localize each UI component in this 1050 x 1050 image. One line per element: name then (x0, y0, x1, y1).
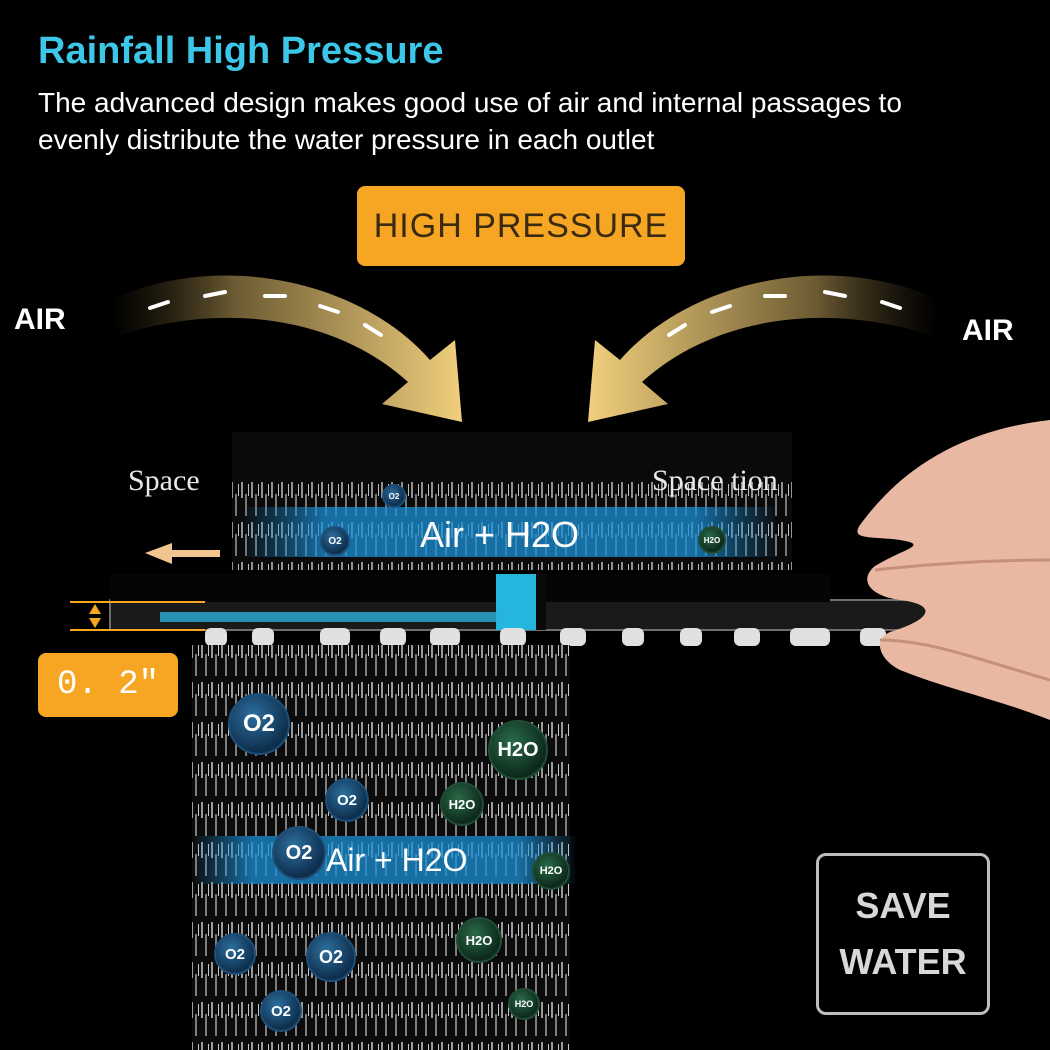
o2-bubble-icon: O2 (306, 932, 356, 982)
o2-bubble-icon: O2 (260, 990, 302, 1032)
air-label-right: AIR (962, 314, 1014, 347)
o2-bubble-icon: O2 (214, 933, 256, 975)
space-label-left: Space (128, 464, 200, 497)
air-label-left: AIR (14, 303, 66, 336)
save-water-line1: SAVE (855, 885, 951, 926)
save-water-line2: WATER (839, 941, 967, 982)
o2-bubble-icon: O2 (382, 484, 406, 508)
o2-bubble-icon: O2 (228, 693, 290, 755)
h2o-bubble-icon: H2O (508, 988, 540, 1020)
hand-image (857, 420, 1050, 720)
h2o-bubble-icon: H2O (456, 917, 502, 963)
h2o-bubble-icon: H2O (698, 526, 726, 554)
save-water-badge: SAVE WATER (816, 853, 990, 1015)
air-arrow-left-icon (110, 275, 462, 422)
h2o-bubble-icon: H2O (532, 852, 570, 890)
air-h2o-label-upper: Air + H2O (420, 514, 580, 555)
h2o-bubble-icon: H2O (488, 720, 548, 780)
high-pressure-badge: HIGH PRESSURE (357, 186, 685, 266)
o2-bubble-icon: O2 (272, 826, 326, 880)
h2o-bubble-icon: H2O (440, 782, 484, 826)
air-h2o-label-lower: Air + H2O (326, 842, 468, 878)
air-arrow-right-icon (588, 275, 940, 422)
headline: Rainfall High Pressure (38, 30, 444, 72)
thickness-label: 0. 2″ (38, 653, 178, 717)
space-label-right: Space tion (652, 464, 778, 497)
o2-bubble-icon: O2 (325, 778, 369, 822)
description: The advanced design makes good use of ai… (38, 87, 902, 155)
o2-bubble-icon: O2 (320, 526, 350, 556)
